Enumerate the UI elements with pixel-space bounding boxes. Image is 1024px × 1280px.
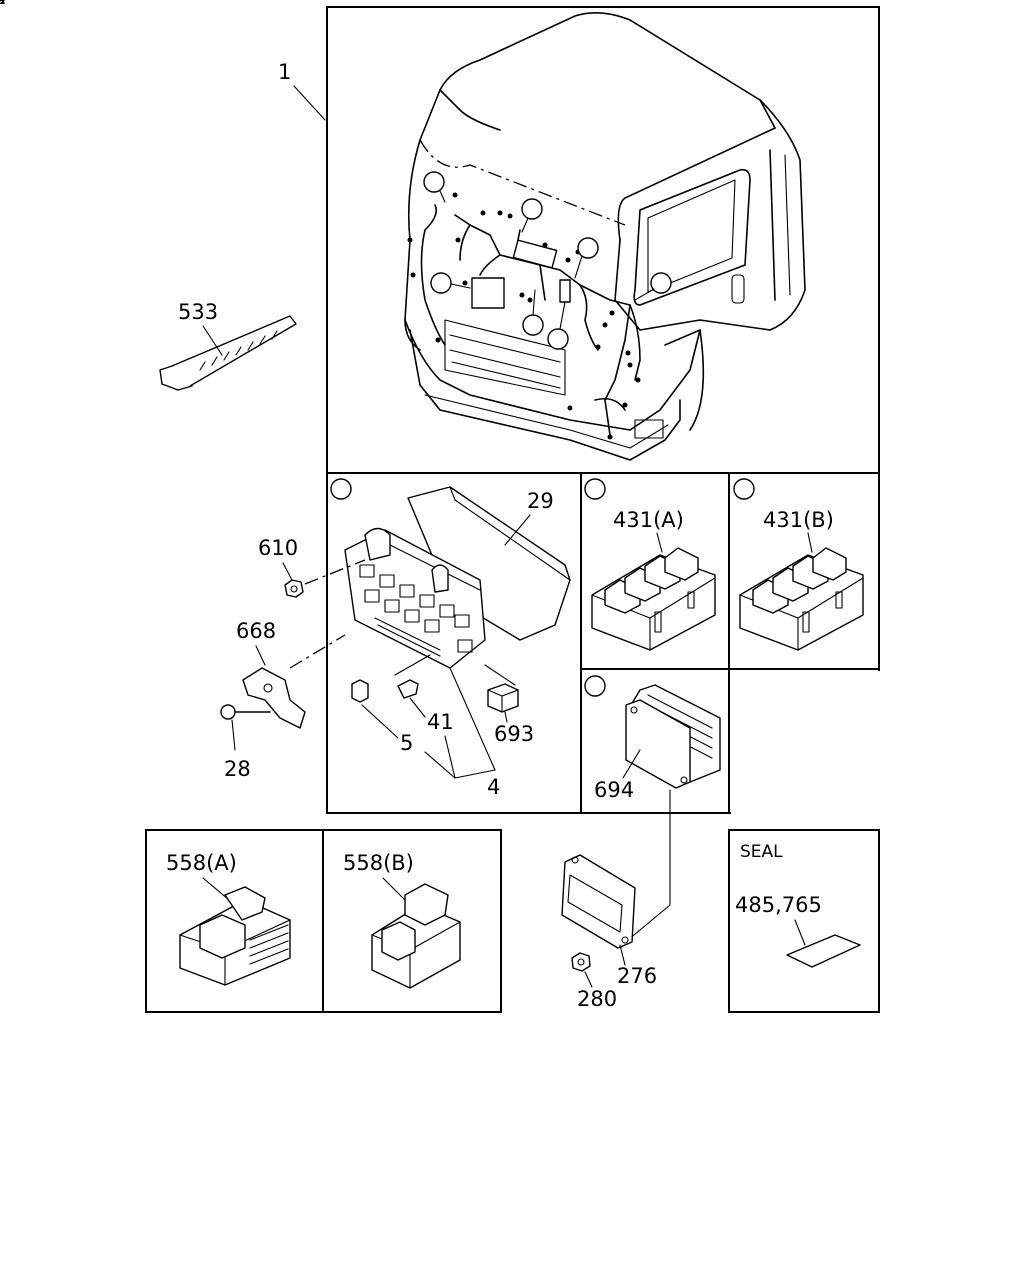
label-431a: 431(A) [613, 508, 684, 532]
cab-callout-d: D [0, 0, 452, 294]
bolt-28 [220, 704, 271, 720]
cab-callout-b: B [0, 0, 569, 350]
detail-callout-a: A [0, 0, 352, 500]
svg-text:E: E [0, 0, 4, 8]
frame-seal [728, 829, 880, 1013]
connector-558-b [371, 883, 461, 989]
fuse-5 [351, 679, 369, 703]
cab-callout-c: C [0, 0, 599, 259]
svg-text:C: C [0, 0, 5, 8]
bracket-668 [242, 667, 306, 729]
label-533: 533 [178, 300, 218, 324]
relay-41 [397, 679, 419, 699]
ecu-276 [561, 854, 636, 949]
svg-text:E: E [0, 0, 4, 8]
label-558b: 558(B) [343, 851, 414, 875]
label-4: 4 [487, 775, 500, 799]
cable-tie-533 [159, 315, 297, 391]
label-29: 29 [527, 489, 554, 513]
svg-text:A: A [0, 0, 5, 8]
svg-text:B: B [0, 0, 5, 8]
svg-text:D: D [0, 0, 5, 8]
leader-d-276 [627, 789, 671, 941]
label-seal: SEAL [740, 842, 783, 862]
cab-callout-leaders [439, 190, 655, 330]
label-41: 41 [427, 710, 454, 734]
detail-callout-c: C [0, 0, 755, 500]
relay-693 [487, 683, 519, 713]
label-1: 1 [278, 60, 291, 84]
label-558a: 558(A) [166, 851, 237, 875]
label-5: 5 [400, 731, 413, 755]
switch-431-b [739, 547, 864, 651]
svg-text:B: B [0, 0, 5, 8]
label-431b: 431(B) [763, 508, 834, 532]
ecu-694 [625, 684, 721, 789]
fuse-box-4 [344, 527, 486, 669]
label-485-765: 485,765 [735, 893, 822, 917]
svg-text:A: A [0, 0, 5, 8]
connector-558-a [179, 886, 291, 986]
switch-431-a [591, 547, 716, 651]
svg-text:C: C [0, 0, 5, 8]
cab-callout-e2: E [0, 0, 543, 220]
cab-callout-e1: E [0, 0, 445, 193]
nut-280 [571, 952, 591, 972]
label-668: 668 [236, 619, 276, 643]
label-276: 276 [617, 964, 657, 988]
svg-text:D: D [0, 0, 5, 8]
truck-cab [404, 12, 806, 461]
label-28: 28 [224, 757, 251, 781]
label-610: 610 [258, 536, 298, 560]
cab-callout-a: A [0, 0, 544, 336]
label-280: 280 [577, 987, 617, 1011]
detail-callout-b: B [0, 0, 606, 500]
detail-callout-d: D [0, 0, 606, 697]
seal-485-765 [786, 934, 861, 968]
label-694: 694 [594, 778, 634, 802]
nut-610 [284, 579, 304, 598]
label-693: 693 [494, 722, 534, 746]
cab-callout-e3: E [0, 0, 672, 294]
svg-text:E: E [0, 0, 4, 8]
